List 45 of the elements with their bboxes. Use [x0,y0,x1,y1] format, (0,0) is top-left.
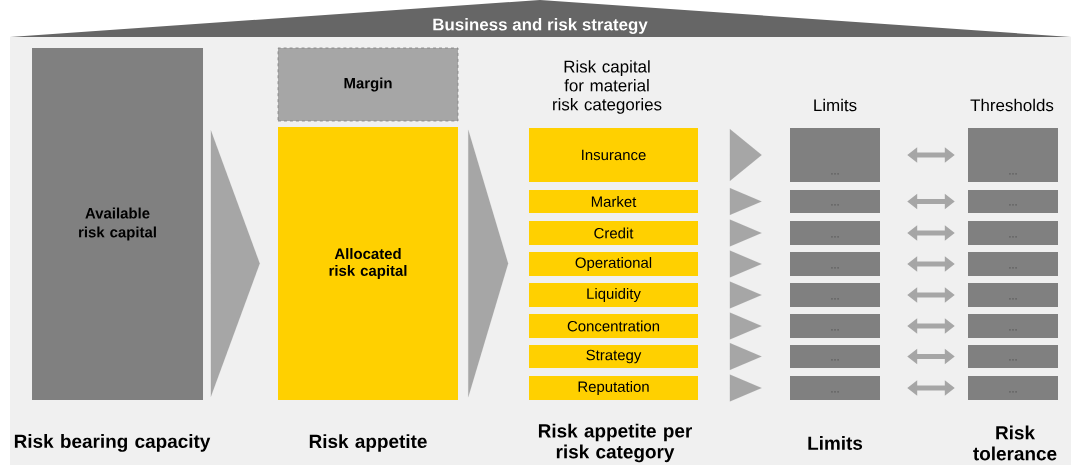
triangle-arrow [729,129,762,181]
triangle-arrow [729,188,762,215]
column-footer: Risk bearing capacity [14,434,211,452]
column-heading: Thresholds [970,98,1054,112]
limit-box: ... [968,190,1058,213]
banner-title: Business and risk strategy [433,18,648,34]
limit-box: ... [790,376,880,400]
capital-box: Available risk capital [32,48,203,400]
chevron-arrow [468,129,509,398]
category-box: Concentration [529,314,698,338]
triangle-arrow [729,219,762,247]
triangle-arrow [729,312,762,340]
triangle-arrow [729,281,762,309]
limit-box: ... [790,128,880,182]
limit-box: ... [790,283,880,307]
category-box: Insurance [529,128,698,182]
limit-box: ... [968,283,1058,307]
capital-box: Allocated risk capital [278,127,458,400]
limit-box: ... [968,376,1058,400]
limit-box: ... [790,252,880,276]
triangle-arrow [729,374,762,402]
limit-box: ... [968,314,1058,338]
column-footer: Risk appetite per risk category [538,423,692,463]
column-footer: Limits [808,436,863,450]
category-box: Strategy [529,345,698,368]
triangle-arrow [729,343,762,370]
column-footer: Risk appetite [309,434,427,452]
category-box: Market [529,190,698,213]
limit-box: ... [790,345,880,368]
category-box: Liquidity [529,283,698,307]
column-heading: Limits [814,98,857,112]
limit-box: ... [790,190,880,213]
category-box: Operational [529,252,698,276]
column-footer: Risk tolerance [973,425,1057,461]
limit-box: ... [968,221,1058,245]
limit-box: ... [790,314,880,338]
category-box: Reputation [529,376,698,400]
triangle-arrow [729,250,762,278]
limit-box: ... [790,221,880,245]
chevron-arrow [210,130,260,397]
limit-box: ... [968,345,1058,368]
limit-box: ... [968,128,1058,182]
category-box: Credit [529,221,698,245]
margin-box: Margin [277,47,459,122]
limit-box: ... [968,252,1058,276]
